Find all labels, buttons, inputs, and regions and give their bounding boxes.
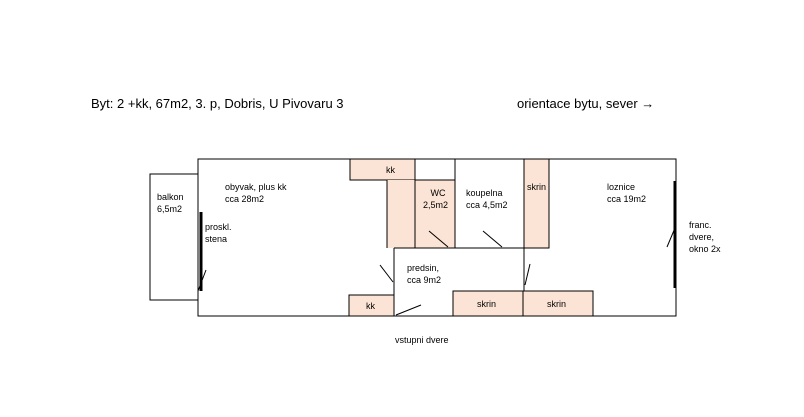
franc-line1: franc.	[689, 220, 712, 230]
kk-top-label: kk	[386, 165, 395, 175]
door-glass-wall	[197, 269, 207, 292]
koupelna-area: cca 4,5m2	[466, 200, 508, 210]
orientation-label: orientace bytu, sever →	[517, 96, 655, 111]
skrin-right-label: skrin	[547, 299, 567, 309]
vstupni-dvere-label: vstupni dvere	[395, 335, 449, 345]
franc-line2: dvere,	[689, 232, 715, 242]
door-koupelna	[482, 230, 503, 248]
franc-dvere-label: franc. dvere, okno 2x	[689, 219, 721, 255]
skrin-top-label: skrin	[527, 182, 547, 192]
proskl-stena-label: proskl. stena	[205, 221, 232, 245]
balkon-area: 6,5m2	[157, 204, 183, 214]
door-loznice	[524, 263, 531, 286]
koupelna-label: koupelna cca 4,5m2	[466, 187, 508, 211]
kitchen-column	[387, 180, 415, 248]
balkon-label: balkon 6,5m2	[157, 191, 184, 215]
proskl-line2: stena	[205, 234, 228, 244]
door-obyvak	[379, 264, 394, 283]
door-wc	[428, 230, 449, 248]
obyvak-label: obyvak, plus kk cca 28m2	[225, 181, 287, 205]
loznice-label: loznice cca 19m2	[607, 181, 646, 205]
balkon-name: balkon	[157, 192, 184, 202]
entrance-door	[395, 304, 422, 316]
predsin-name: predsin,	[407, 263, 440, 273]
wc-label: WC 2,5m2	[423, 187, 448, 211]
kk-bottom-label: kk	[366, 301, 375, 311]
predsin-label: predsin, cca 9m2	[407, 262, 441, 286]
loznice-area: cca 19m2	[607, 194, 647, 204]
franc-line3: okno 2x	[689, 244, 721, 254]
skrin-top-fixture	[523, 158, 550, 249]
proskl-line1: proskl.	[205, 222, 232, 232]
apartment-info: Byt: 2 +kk, 67m2, 3. p, Dobris, U Pivova…	[91, 96, 344, 111]
kitchen-top-fixture	[349, 158, 416, 181]
skrin-right-fixture	[522, 290, 594, 317]
balcony-outline	[149, 173, 199, 301]
obyvak-area: cca 28m2	[225, 194, 265, 204]
skrin-mid-label: skrin	[477, 299, 497, 309]
obyvak-name: obyvak, plus kk	[225, 182, 287, 192]
door-french	[666, 227, 676, 248]
wc-area: 2,5m2	[423, 200, 449, 210]
predsin-area: cca 9m2	[407, 275, 442, 285]
loznice-name: loznice	[607, 182, 636, 192]
wc-name: WC	[430, 188, 446, 198]
koupelna-name: koupelna	[466, 188, 503, 198]
